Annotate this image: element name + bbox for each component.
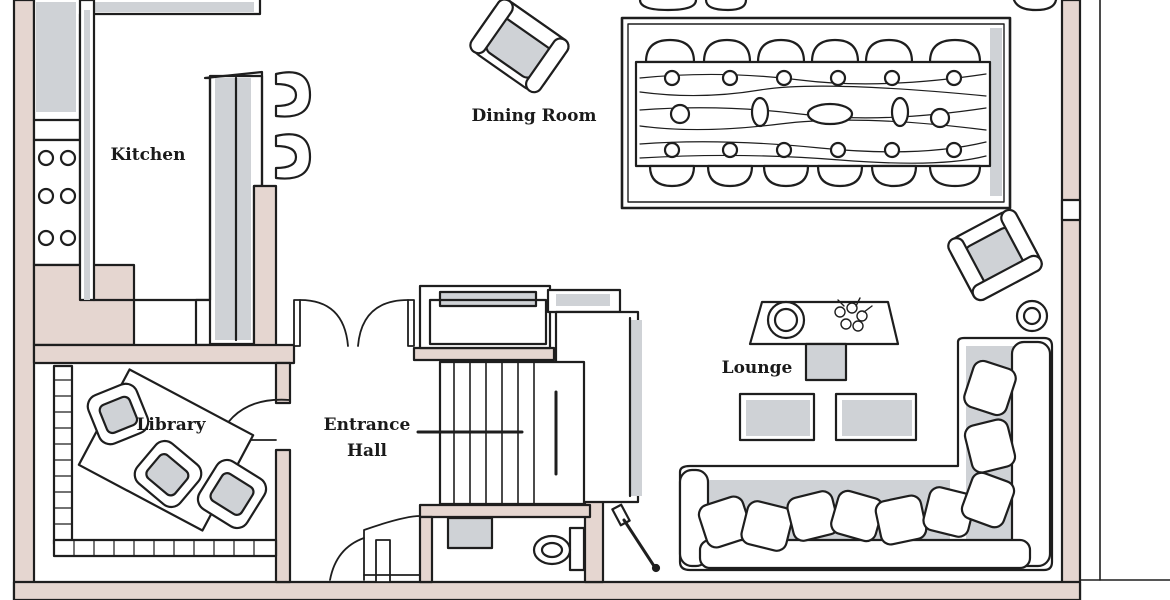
library-armchair-2 — [133, 439, 203, 509]
lounge-area — [611, 208, 1054, 573]
dining-area — [469, 0, 1058, 210]
library-area — [52, 364, 278, 558]
kitchen-label: Kitchen — [110, 145, 186, 165]
exterior-walls — [12, 0, 1170, 600]
staircase-block — [416, 284, 642, 572]
side-table — [1015, 299, 1049, 333]
library-armchair-3 — [196, 458, 268, 530]
library-label: Library — [136, 415, 206, 435]
place-settings — [663, 69, 963, 159]
flower-decor — [834, 297, 873, 332]
entrance-hall-label: Entrance Hall — [323, 415, 411, 461]
kitchen-area — [32, 0, 312, 353]
bar-stools — [274, 71, 312, 180]
library-armchair-1 — [86, 382, 150, 446]
sofa-cushions — [697, 359, 1017, 552]
dining-armchair — [469, 0, 570, 94]
floor-lamp — [611, 503, 661, 573]
lounge-label: Lounge — [721, 358, 793, 378]
dining-chairs-top — [644, 38, 982, 64]
toilet-icon — [532, 534, 572, 566]
lounge-armchair — [947, 208, 1043, 302]
dining-room-label: Dining Room — [471, 106, 597, 126]
table-wood-grain — [639, 73, 987, 164]
doors — [217, 299, 421, 583]
dining-chairs-bottom — [648, 164, 982, 188]
cooktop-burners — [37, 149, 77, 247]
sectional-sofa — [678, 336, 1054, 572]
